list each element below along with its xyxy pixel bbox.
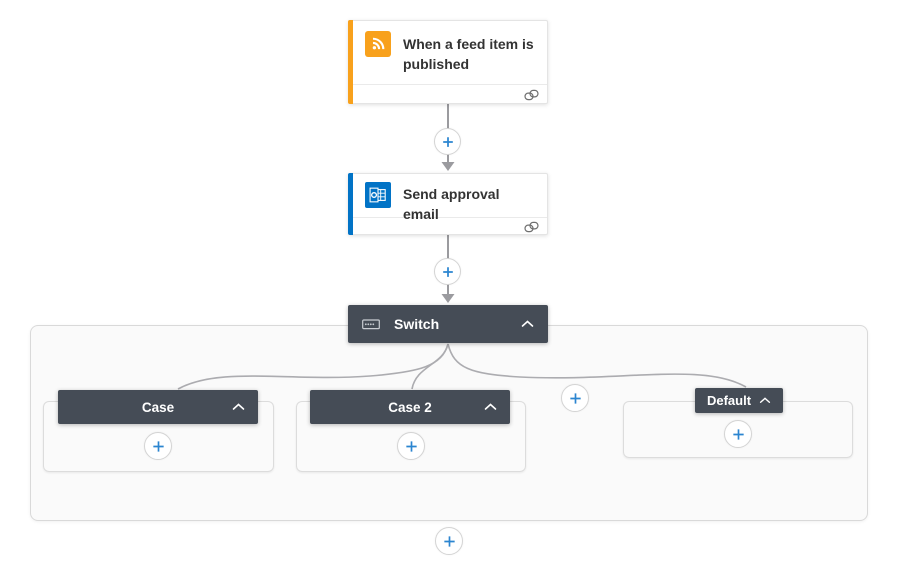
case-1-header[interactable]: Case [58, 390, 258, 424]
insert-step-button[interactable] [434, 128, 461, 155]
switch-header[interactable]: Switch [348, 305, 548, 343]
chevron-up-icon[interactable] [759, 397, 771, 404]
chevron-up-icon[interactable] [232, 403, 245, 411]
add-action-in-case-button[interactable] [397, 432, 425, 460]
trigger-card[interactable]: When a feed item is published [348, 20, 548, 104]
plus-icon [442, 534, 457, 549]
link-icon [524, 221, 539, 233]
rss-icon [365, 31, 391, 57]
add-action-in-case-button[interactable] [724, 420, 752, 448]
case-2-label: Case 2 [388, 399, 432, 415]
plus-icon [151, 439, 166, 454]
chevron-up-icon[interactable] [484, 403, 497, 411]
insert-step-button[interactable] [435, 527, 463, 555]
insert-step-button[interactable] [434, 258, 461, 285]
outlook-icon [365, 182, 391, 208]
plus-icon [441, 135, 455, 149]
link-icon [524, 89, 539, 101]
switch-icon [362, 318, 380, 330]
trigger-accent-bar [348, 20, 353, 104]
plus-icon [404, 439, 419, 454]
case-2-header[interactable]: Case 2 [310, 390, 510, 424]
default-case-header[interactable]: Default [695, 388, 783, 413]
trigger-title: When a feed item is published [403, 36, 534, 72]
switch-title: Switch [394, 316, 440, 332]
case-1-label: Case [141, 399, 175, 415]
plus-icon [731, 427, 746, 442]
action-title: Send approval email [403, 186, 500, 222]
default-case-label: Default [706, 393, 752, 408]
chevron-up-icon[interactable] [521, 320, 534, 328]
add-action-in-case-button[interactable] [144, 432, 172, 460]
action-accent-bar [348, 173, 353, 235]
action-card[interactable]: Send approval email [348, 173, 548, 235]
plus-icon [568, 391, 583, 406]
add-case-button[interactable] [561, 384, 589, 412]
plus-icon [441, 265, 455, 279]
